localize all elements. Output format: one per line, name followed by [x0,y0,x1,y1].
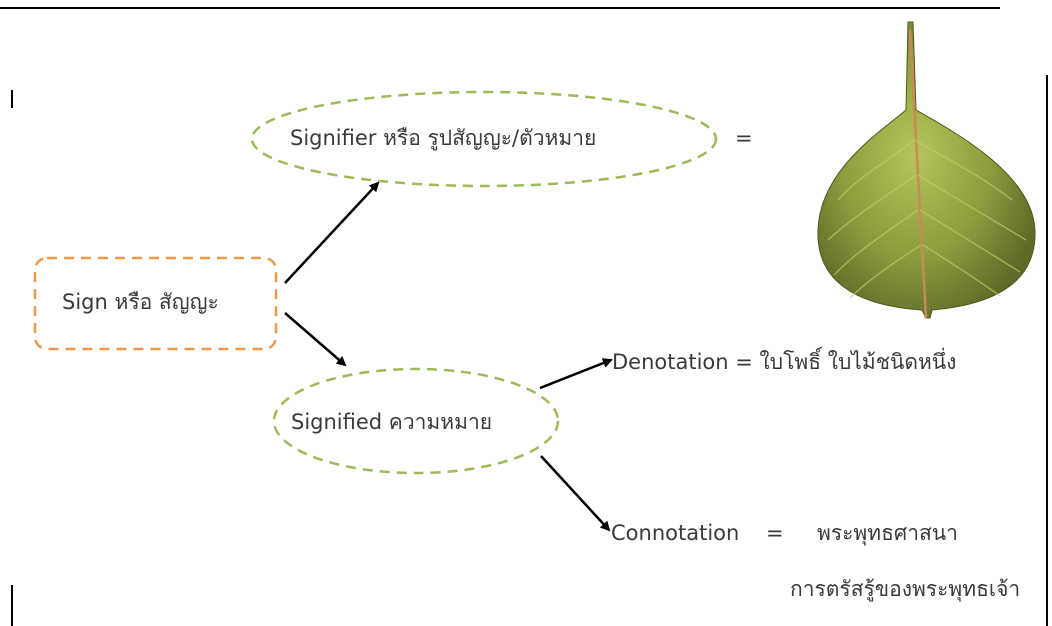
denotation-label: Denotation = ใบโพธิ์ ใบไม้ชนิดหนึ่ง [612,350,957,374]
signifier-label: Signifier หรือ รูปสัญญะ/ตัวหมาย [290,126,597,150]
sign-label: Sign หรือ สัญญะ [62,290,219,314]
frame [0,7,1048,626]
signified-label: Signified ความหมาย [291,410,493,434]
arrow-signified-to-connotation [540,455,611,532]
sign-box [33,256,278,351]
arrow-sign-to-signifier [284,181,380,284]
arrow-signified-to-denotation [539,358,613,390]
signifier-ellipse [250,90,718,188]
signified-ellipse [272,367,560,475]
connotation-meaning: การตรัสรู้ของพระพุทธเจ้า [790,577,1021,601]
connotation-label: Connotation = พระพุทธศาสนา [611,521,958,545]
arrow-sign-to-signified [284,312,347,367]
signifier-equals: = [735,126,753,150]
bodhi-leaf-image [817,21,1036,319]
